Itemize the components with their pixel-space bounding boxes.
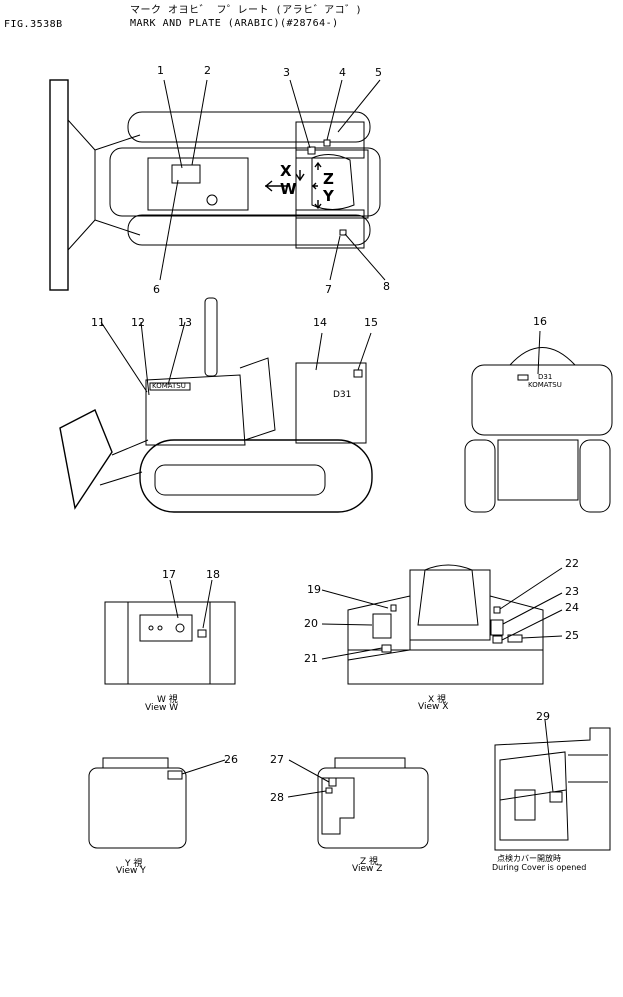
view-w-caption-jp: W 視	[157, 695, 178, 705]
callout-8: 8	[383, 280, 390, 293]
callout-28: 28	[270, 791, 284, 804]
callout-27: 27	[270, 753, 284, 766]
rear-view-drawing	[464, 330, 613, 513]
callout-20: 20	[304, 617, 318, 630]
view-x-caption-jp: X 視	[428, 695, 447, 705]
side-view-drawing	[59, 297, 373, 513]
title-en: MARK AND PLATE (ARABIC)(#28764-)	[130, 18, 339, 29]
view-w-caption: View W	[145, 703, 179, 713]
fig-number: FIG.3538B	[4, 19, 63, 30]
callout-7: 7	[325, 283, 332, 296]
callout-16: 16	[533, 315, 547, 328]
callout-4: 4	[339, 66, 346, 79]
view-y-caption: View Y	[116, 866, 146, 876]
cover-view-drawing	[494, 719, 611, 851]
view-x-caption: View X	[418, 702, 449, 712]
view-y-drawing	[88, 757, 226, 849]
callout-3: 3	[283, 66, 290, 79]
title-jp: マーク オヨヒ゛ フ゜レート (アラヒ゛アコ゛)	[130, 5, 363, 16]
view-z-drawing	[287, 757, 429, 849]
callout-18: 18	[206, 568, 220, 581]
callout-13: 13	[178, 316, 192, 329]
cover-caption-jp: 点検カバー開放時	[497, 854, 561, 863]
view-x-drawing	[321, 564, 563, 685]
view-marker-y: Y	[323, 187, 334, 205]
callout-15: 15	[364, 316, 378, 329]
view-marker-w: W	[280, 180, 297, 198]
callout-22: 22	[565, 557, 579, 570]
callout-25: 25	[565, 629, 579, 642]
view-w-drawing	[104, 579, 236, 685]
callout-19: 19	[307, 583, 321, 596]
decal-brand-side: KOMATSU	[152, 382, 186, 390]
callout-5: 5	[375, 66, 382, 79]
decal-model-side: D31	[333, 390, 352, 400]
callout-6: 6	[153, 283, 160, 296]
callout-29: 29	[536, 710, 550, 723]
callout-14: 14	[313, 316, 327, 329]
callout-17: 17	[162, 568, 176, 581]
callout-11: 11	[91, 316, 105, 329]
top-view-drawing	[49, 79, 386, 291]
callout-2: 2	[204, 64, 211, 77]
callout-23: 23	[565, 585, 579, 598]
view-z-caption: View Z	[352, 864, 383, 874]
cover-caption: During Cover is opened	[492, 863, 587, 872]
callout-24: 24	[565, 601, 579, 614]
callout-26: 26	[224, 753, 238, 766]
view-z-caption-jp: Z 視	[360, 857, 379, 867]
view-y-caption-jp: Y 視	[125, 859, 143, 869]
view-marker-z: Z	[323, 170, 334, 188]
view-marker-x: X	[280, 162, 292, 180]
callout-1: 1	[157, 64, 164, 77]
callout-12: 12	[131, 316, 145, 329]
callout-21: 21	[304, 652, 318, 665]
decal-brand-rear: KOMATSU	[528, 381, 562, 389]
decal-model-rear: D31	[538, 373, 553, 381]
